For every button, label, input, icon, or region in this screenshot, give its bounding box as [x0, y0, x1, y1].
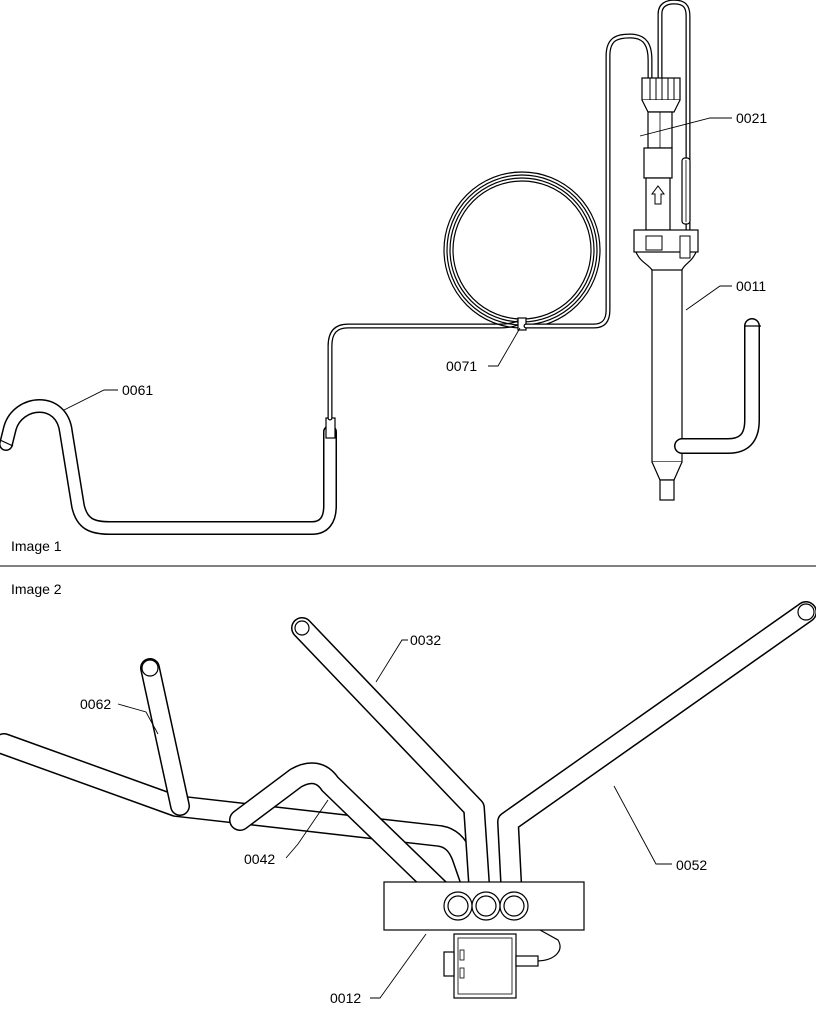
panel-image-2: Image 2: [0, 581, 816, 1006]
callout-0021: 0021: [736, 110, 767, 126]
tube-0032: [291, 617, 491, 909]
tube-0062: [140, 658, 190, 816]
callout-0052: 0052: [676, 857, 707, 873]
valve-assembly-0021: [641, 77, 691, 231]
tube-left-long: [0, 733, 489, 913]
caption-image-1: Image 1: [11, 538, 62, 554]
callout-0062: 0062: [80, 696, 111, 712]
callout-0012: 0012: [330, 990, 361, 1006]
tube-0052: [497, 601, 816, 911]
panel-image-1: 0021 0011 0071 0061 Image 1: [0, 0, 767, 554]
caption-image-2: Image 2: [11, 581, 62, 597]
leaders-image-2: [117, 639, 672, 999]
upper-tube: [523, 0, 691, 329]
callout-0032: 0032: [410, 632, 441, 648]
manifold-block: [383, 881, 585, 931]
callout-0071: 0071: [446, 358, 477, 374]
capillary-line: [327, 319, 523, 421]
tube-0042: [229, 762, 465, 915]
leaders-image-1: [63, 117, 732, 411]
solenoid-0012: [443, 929, 561, 999]
coil: [443, 171, 601, 331]
capillary-tube-0061: [0, 399, 337, 535]
callout-0061: 0061: [122, 382, 153, 398]
callout-0011: 0011: [736, 278, 766, 294]
callout-0042: 0042: [244, 851, 275, 867]
accumulator-0011: [633, 229, 761, 501]
